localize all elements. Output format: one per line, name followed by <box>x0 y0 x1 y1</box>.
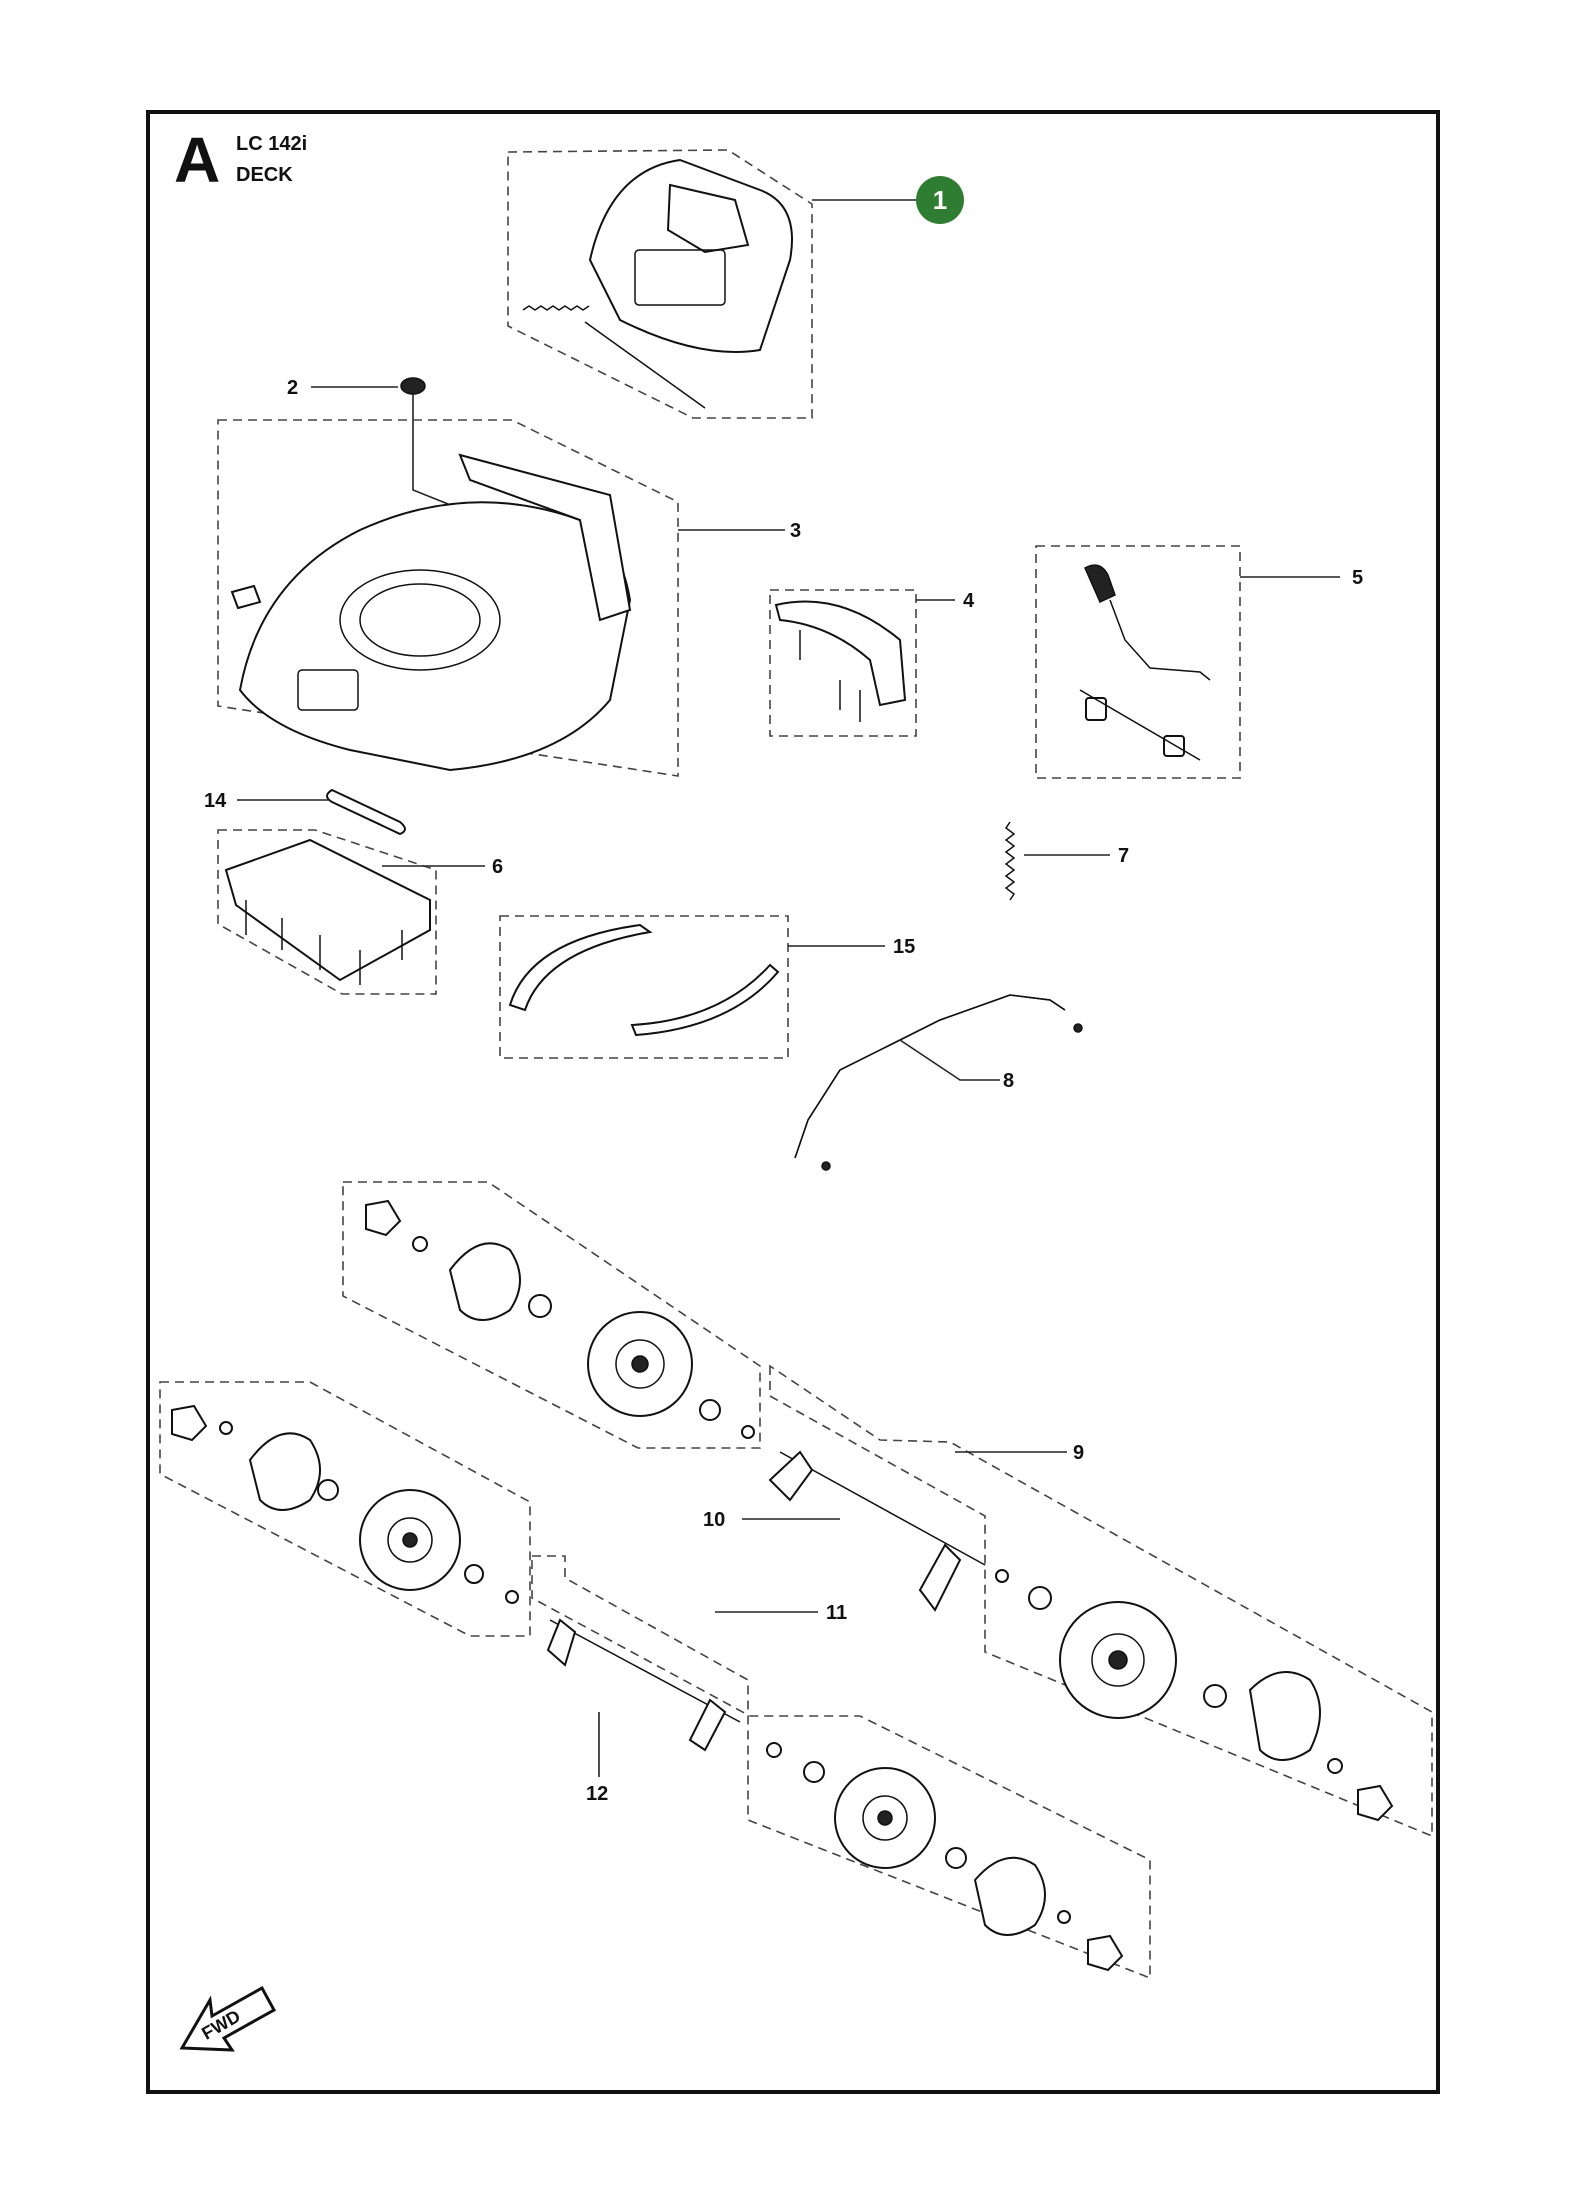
callout-12: 12 <box>586 1783 608 1805</box>
highlight-badge <box>916 176 964 224</box>
part-5-lever[interactable]: 5 <box>1035 545 1363 779</box>
part-1-cover-group[interactable]: 1 <box>507 149 964 419</box>
page-frame <box>146 110 1440 2094</box>
callout-11: 11 <box>826 1602 847 1624</box>
callout-15: 15 <box>893 936 915 958</box>
group-title: DECK <box>236 164 293 186</box>
arrow-fwd-icon: FWD <box>179 1985 277 2052</box>
callout-4: 4 <box>963 590 975 612</box>
callout-7: 7 <box>1118 845 1129 867</box>
part-8-bar[interactable]: 8 <box>794 994 1083 1171</box>
callout-14: 14 <box>204 790 227 812</box>
part-12-axle-group[interactable]: 12 <box>531 1555 1151 1980</box>
callout-9: 9 <box>1073 1442 1084 1464</box>
part-11-wheel-group[interactable]: 11 <box>159 1381 847 1637</box>
callout-6: 6 <box>492 856 503 878</box>
callout-8: 8 <box>1003 1070 1014 1092</box>
callout-5: 5 <box>1352 567 1363 589</box>
highlight-number: 1 <box>933 185 947 215</box>
model-title: LC 142i <box>236 133 307 155</box>
part-6-plate[interactable]: 6 <box>217 829 503 995</box>
section-letter: A <box>174 124 220 196</box>
part-14-pin[interactable]: 14 <box>204 788 406 836</box>
part-7-spring[interactable]: 7 <box>1004 821 1129 901</box>
callout-10: 10 <box>703 1509 725 1531</box>
callout-3: 3 <box>790 520 801 542</box>
part-3-deck[interactable]: 3 <box>217 419 801 777</box>
part-9-wheel-group[interactable]: 9 <box>342 1181 1433 1838</box>
callout-2: 2 <box>287 377 298 399</box>
part-10-axle[interactable]: 10 <box>703 1450 986 1612</box>
part-4-guard[interactable]: 4 <box>769 589 975 737</box>
part-15-strips[interactable]: 15 <box>499 915 915 1059</box>
